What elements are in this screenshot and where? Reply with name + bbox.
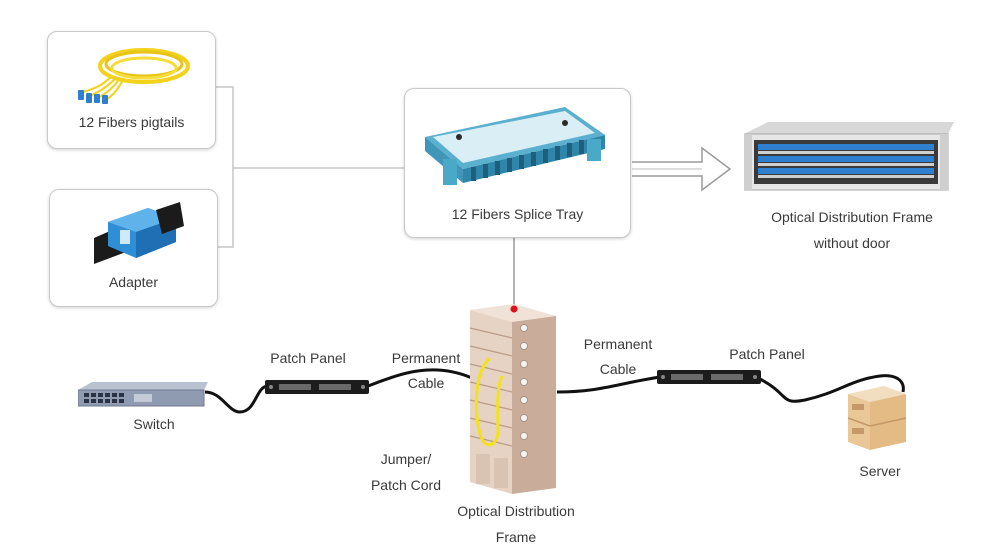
splice-tray-icon <box>425 107 605 185</box>
patch-panel-right-icon <box>657 370 761 384</box>
cable-patch-to-server <box>759 374 905 403</box>
pigtails-card: 12 Fibers pigtails <box>47 31 216 149</box>
odf-label-line1: Optical Distribution <box>457 503 575 519</box>
server-label: Server <box>859 463 901 479</box>
odf-no-door-label-line2: without door <box>813 235 891 251</box>
bracket-connector <box>216 86 234 248</box>
rack-odf-icon <box>744 122 954 191</box>
odf-label: Optical Distribution Frame <box>440 498 592 550</box>
splice-tray-card: 12 Fibers Splice Tray <box>404 88 631 238</box>
server-icon <box>847 386 907 450</box>
odf-cabinet-icon <box>469 304 556 494</box>
patch-panel-right-label: Patch Panel <box>729 346 805 362</box>
permanent-cable-right-line1: Permanent <box>583 336 653 352</box>
jumper-cord <box>474 356 504 447</box>
jumper-label-line1: Jumper/ <box>380 451 432 467</box>
patch-panel-icon <box>265 380 369 394</box>
cable-switch-to-patch <box>204 384 269 414</box>
network-switch-icon <box>78 382 208 407</box>
adapter-label: Adapter <box>108 274 159 290</box>
odf-no-door-label-line1: Optical Distribution Frame <box>771 209 933 225</box>
permanent-cable-left-line2: Cable <box>407 375 445 391</box>
odf-no-door-label: Optical Distribution Frame without door <box>752 204 952 256</box>
jumper-label: Jumper/ Patch Cord <box>356 446 456 498</box>
permanent-cable-left-label: Permanent Cable <box>376 346 476 396</box>
jumper-label-line2: Patch Cord <box>370 477 442 493</box>
fiber-pigtail-bundle-icon <box>78 48 190 104</box>
permanent-cable-right-line2: Cable <box>599 361 637 377</box>
permanent-cable-right-label: Permanent Cable <box>568 332 668 382</box>
cable-odf-to-patch <box>556 375 661 394</box>
switch-label: Switch <box>133 416 175 432</box>
splice-tray-label: 12 Fibers Splice Tray <box>451 206 584 222</box>
odf-label-line2: Frame <box>495 529 537 545</box>
permanent-cable-left-line1: Permanent <box>391 350 461 366</box>
adapter-card: Adapter <box>49 189 218 307</box>
patch-panel-left-label: Patch Panel <box>270 350 346 366</box>
cable-patch-to-odf <box>367 368 473 388</box>
pigtails-label: 12 Fibers pigtails <box>78 114 185 130</box>
red-marker-icon <box>510 305 518 313</box>
sc-adapter-icon <box>94 202 184 264</box>
